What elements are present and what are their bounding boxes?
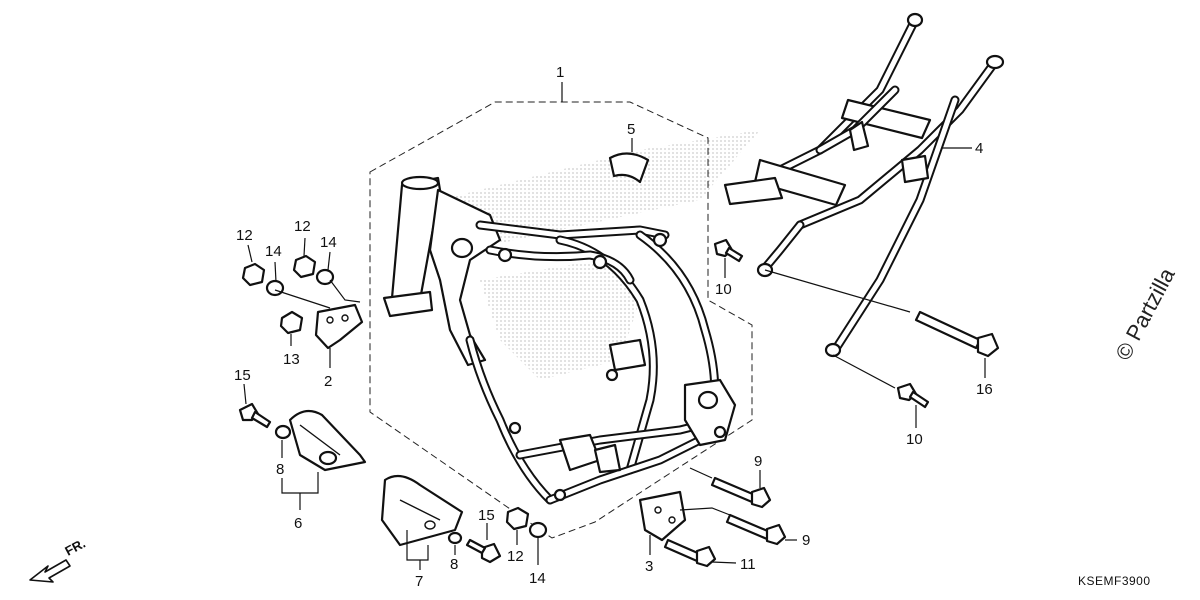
bolt-15a[interactable]	[238, 402, 272, 429]
watermark-text: © Partzilla	[1110, 263, 1180, 364]
engine-hanger-plate-upper[interactable]	[314, 303, 364, 350]
stipple-shading	[440, 130, 760, 380]
bolt-11[interactable]	[663, 538, 717, 568]
main-frame-body[interactable]	[382, 175, 737, 505]
callout-10b: 10	[906, 431, 923, 448]
flange-nut-12a[interactable]	[241, 262, 266, 287]
callout-12b: 12	[294, 218, 311, 235]
callout-16: 16	[976, 381, 993, 398]
callout-14c: 14	[529, 570, 546, 587]
callout-9b: 9	[802, 532, 810, 549]
arrow-left-icon	[29, 559, 71, 583]
engine-hanger-plate-lower[interactable]	[638, 490, 687, 542]
callout-13: 13	[283, 351, 300, 368]
callout-14b: 14	[320, 234, 337, 251]
callout-14a: 14	[265, 243, 282, 260]
callout-15b: 15	[478, 507, 495, 524]
callout-labels: 1 5 4 12 14 12 14 13 2 15 8 6 7 8 15 12 …	[234, 64, 993, 590]
washer-14c[interactable]	[528, 521, 548, 539]
front-direction-label: FR.	[62, 536, 88, 559]
callout-10a: 10	[715, 281, 732, 298]
washer-14a[interactable]	[265, 279, 285, 297]
callout-15a: 15	[234, 367, 251, 384]
front-direction-arrow: FR.	[29, 536, 88, 583]
callout-11: 11	[740, 556, 756, 573]
collar-8a[interactable]	[274, 424, 292, 440]
flange-nut-12c[interactable]	[505, 506, 530, 531]
callout-1: 1	[556, 64, 564, 81]
diagram-code: KSEMF3900	[1078, 574, 1151, 588]
callout-8a: 8	[276, 461, 284, 478]
washer-14b[interactable]	[315, 268, 335, 286]
flange-nut-12b[interactable]	[292, 254, 317, 279]
frame-assembly-boundary	[369, 101, 753, 539]
callout-6: 6	[294, 515, 302, 532]
frame-clip[interactable]	[608, 152, 650, 184]
callout-7: 7	[415, 573, 423, 590]
bolt-10b[interactable]	[896, 382, 930, 409]
frame-guard-left[interactable]	[288, 409, 367, 472]
bolt-9a[interactable]	[710, 476, 772, 509]
callout-3: 3	[645, 558, 653, 575]
callout-8b: 8	[450, 556, 458, 573]
callout-12a: 12	[236, 227, 253, 244]
callout-4: 4	[975, 140, 983, 157]
callout-12c: 12	[507, 548, 524, 565]
bolt-10a[interactable]	[713, 238, 744, 263]
callout-5: 5	[627, 121, 635, 138]
callout-2: 2	[324, 373, 332, 390]
long-bolt-16[interactable]	[914, 310, 1000, 358]
collar-8b[interactable]	[447, 531, 463, 545]
bolt-15b[interactable]	[465, 538, 502, 564]
collar-nut-13[interactable]	[279, 310, 304, 335]
leader-lines	[243, 82, 986, 570]
bolt-9b[interactable]	[725, 513, 787, 546]
callout-9a: 9	[754, 453, 762, 470]
rear-sub-frame[interactable]	[723, 12, 1005, 358]
skid-guard[interactable]	[380, 474, 464, 547]
